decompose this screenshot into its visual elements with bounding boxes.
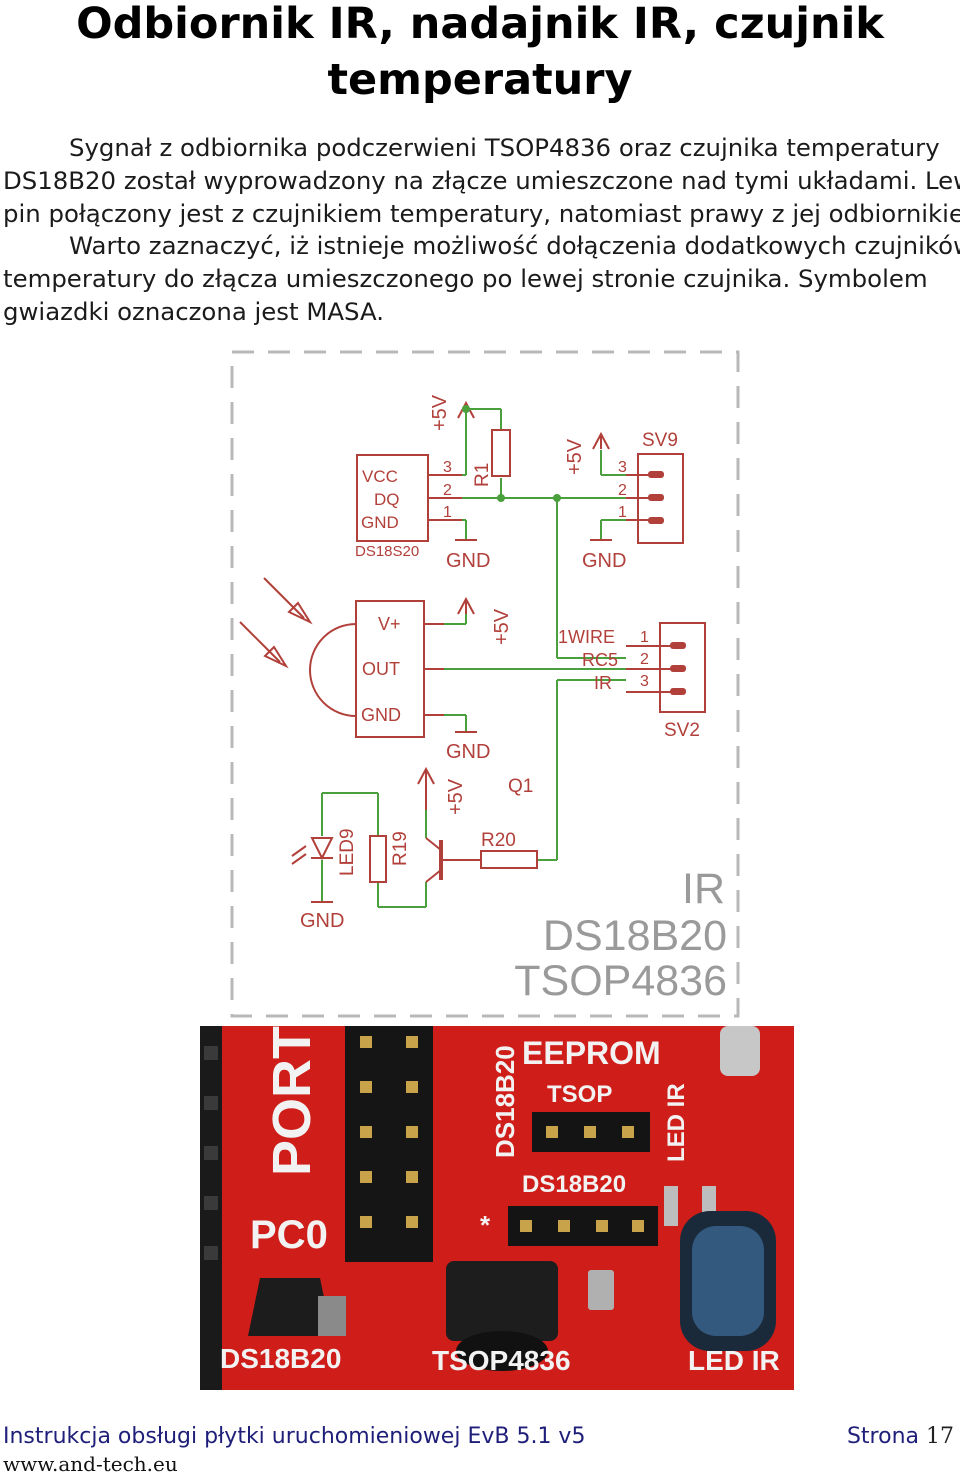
silkscreen-led-ir-vertical: LED IR xyxy=(663,1083,690,1162)
led9-label: LED9 xyxy=(337,828,358,876)
resistor-r20 xyxy=(480,850,538,869)
ds18s20-pin-dq: DQ xyxy=(374,490,400,509)
supply-label: +5V xyxy=(429,394,451,431)
block-text-tsop4836: TSOP4836 xyxy=(514,957,727,1005)
block-text-ds18b20: DS18B20 xyxy=(543,912,727,960)
ds18s20-name: DS18S20 xyxy=(355,543,419,560)
gnd-label: GND xyxy=(446,741,490,763)
gnd-label: GND xyxy=(446,550,490,572)
supply-label: +5V xyxy=(445,778,467,815)
footer-page-label: Strona xyxy=(846,1424,919,1449)
supply-symbol xyxy=(592,431,610,450)
sv9-pin-number: 1 xyxy=(618,504,627,521)
paragraph-line: Warto zaznaczyć, iż istnieje możliwość d… xyxy=(69,231,960,261)
gnd-label: GND xyxy=(582,550,626,572)
led9-symbol xyxy=(291,837,334,865)
footer-page: Strona 17 xyxy=(847,1424,954,1449)
gnd-label: GND xyxy=(300,910,344,932)
sv2-signal-rc5: RC5 xyxy=(582,650,618,670)
resistor-r20-label: R20 xyxy=(481,830,516,851)
sv2-signal-1wire: 1WIRE xyxy=(558,627,615,647)
resistor-r1 xyxy=(491,429,511,477)
sv2-pin-number: 1 xyxy=(640,629,649,646)
ds18s20-nets xyxy=(462,408,626,658)
block-text-ir: IR xyxy=(682,865,725,913)
tsop-pin-vplus: V+ xyxy=(378,614,401,634)
led-nets xyxy=(321,792,427,908)
page-footer: Instrukcja obsługi płytki uruchomieniowe… xyxy=(3,1424,958,1476)
sv9-pin-number: 2 xyxy=(618,482,627,499)
footer-page-number: 17 xyxy=(926,1424,954,1449)
schematic-diagram: VCC DQ GND DS18S20 3 2 1 +5V R1 GND xyxy=(230,350,740,1018)
paragraph-line: temperatury do złącza umieszczonego po l… xyxy=(3,264,928,294)
silkscreen-eeprom: EEPROM xyxy=(522,1035,661,1071)
description-paragraph: Sygnał z odbiornika podczerwieni TSOP483… xyxy=(3,132,960,329)
q1-transistor xyxy=(425,837,481,883)
sv2-pin-number: 3 xyxy=(640,673,649,690)
resistor-r19 xyxy=(369,835,387,883)
sv2-signal-ir: IR xyxy=(594,673,612,693)
paragraph-line: DS18B20 został wyprowadzony na złącze um… xyxy=(3,165,960,195)
ds18s20-pin-number: 1 xyxy=(443,504,452,521)
silkscreen-led-ir-bottom: LED IR xyxy=(688,1345,780,1376)
board-photo: PORT PC0 DS18B20 EEPROM TSOP DS18B20 LED… xyxy=(200,1026,794,1390)
silkscreen-tsop: TSOP xyxy=(547,1081,612,1108)
ds18s20-pin-number: 2 xyxy=(443,482,452,499)
page-title: Odbiornik IR, nadajnik IR, czujnik tempe… xyxy=(0,0,960,108)
sv2-connector xyxy=(659,622,706,713)
paragraph-line: Sygnał z odbiornika podczerwieni TSOP483… xyxy=(69,133,940,162)
supply-label: +5V xyxy=(564,438,586,475)
ds18s20-pin-vcc: VCC xyxy=(362,467,398,486)
sv2-pin-number: 2 xyxy=(640,651,649,668)
paragraph-line: gwiazdki oznaczona jest MASA. xyxy=(3,296,384,326)
tsop-nets xyxy=(444,614,626,861)
ds18s20-pin-number: 3 xyxy=(443,459,452,476)
ds18s20-pin-gnd: GND xyxy=(361,513,399,532)
tsop-pin-out: OUT xyxy=(362,659,400,679)
supply-symbol xyxy=(417,766,435,810)
resistor-r1-label: R1 xyxy=(472,463,493,487)
silkscreen-ds18b20-mid: DS18B20 xyxy=(522,1171,626,1198)
sv2-name: SV2 xyxy=(664,720,700,741)
paragraph-line: pin połączony jest z czujnikiem temperat… xyxy=(3,198,960,228)
ir-receiver-arrows xyxy=(239,577,313,669)
footer-document-title: Instrukcja obsługi płytki uruchomieniowe… xyxy=(3,1424,586,1449)
silkscreen-ds18b20-vertical: DS18B20 xyxy=(490,1045,520,1158)
schematic-frame xyxy=(230,350,740,1018)
footer-url[interactable]: www.and-tech.eu xyxy=(3,1452,178,1476)
silkscreen-ds18b20-bottom: DS18B20 xyxy=(220,1343,341,1374)
tsop-pin-gnd: GND xyxy=(361,705,401,725)
resistor-r19-label: R19 xyxy=(390,831,411,866)
silkscreen-tsop4836-bottom: TSOP4836 xyxy=(432,1345,571,1376)
page-title-line-1: Odbiornik IR, nadajnik IR, czujnik xyxy=(76,0,884,49)
supply-label: +5V xyxy=(491,608,513,645)
supply-symbol xyxy=(457,596,475,615)
sv9-pin-number: 3 xyxy=(618,459,627,476)
silkscreen-pc0: PC0 xyxy=(250,1213,328,1257)
page-title-line-2: temperatury xyxy=(327,55,633,105)
q1-label: Q1 xyxy=(508,776,533,797)
silkscreen-ground-star: * xyxy=(480,1210,491,1240)
sv9-name: SV9 xyxy=(642,430,678,451)
silkscreen-port: PORT xyxy=(262,1026,322,1176)
